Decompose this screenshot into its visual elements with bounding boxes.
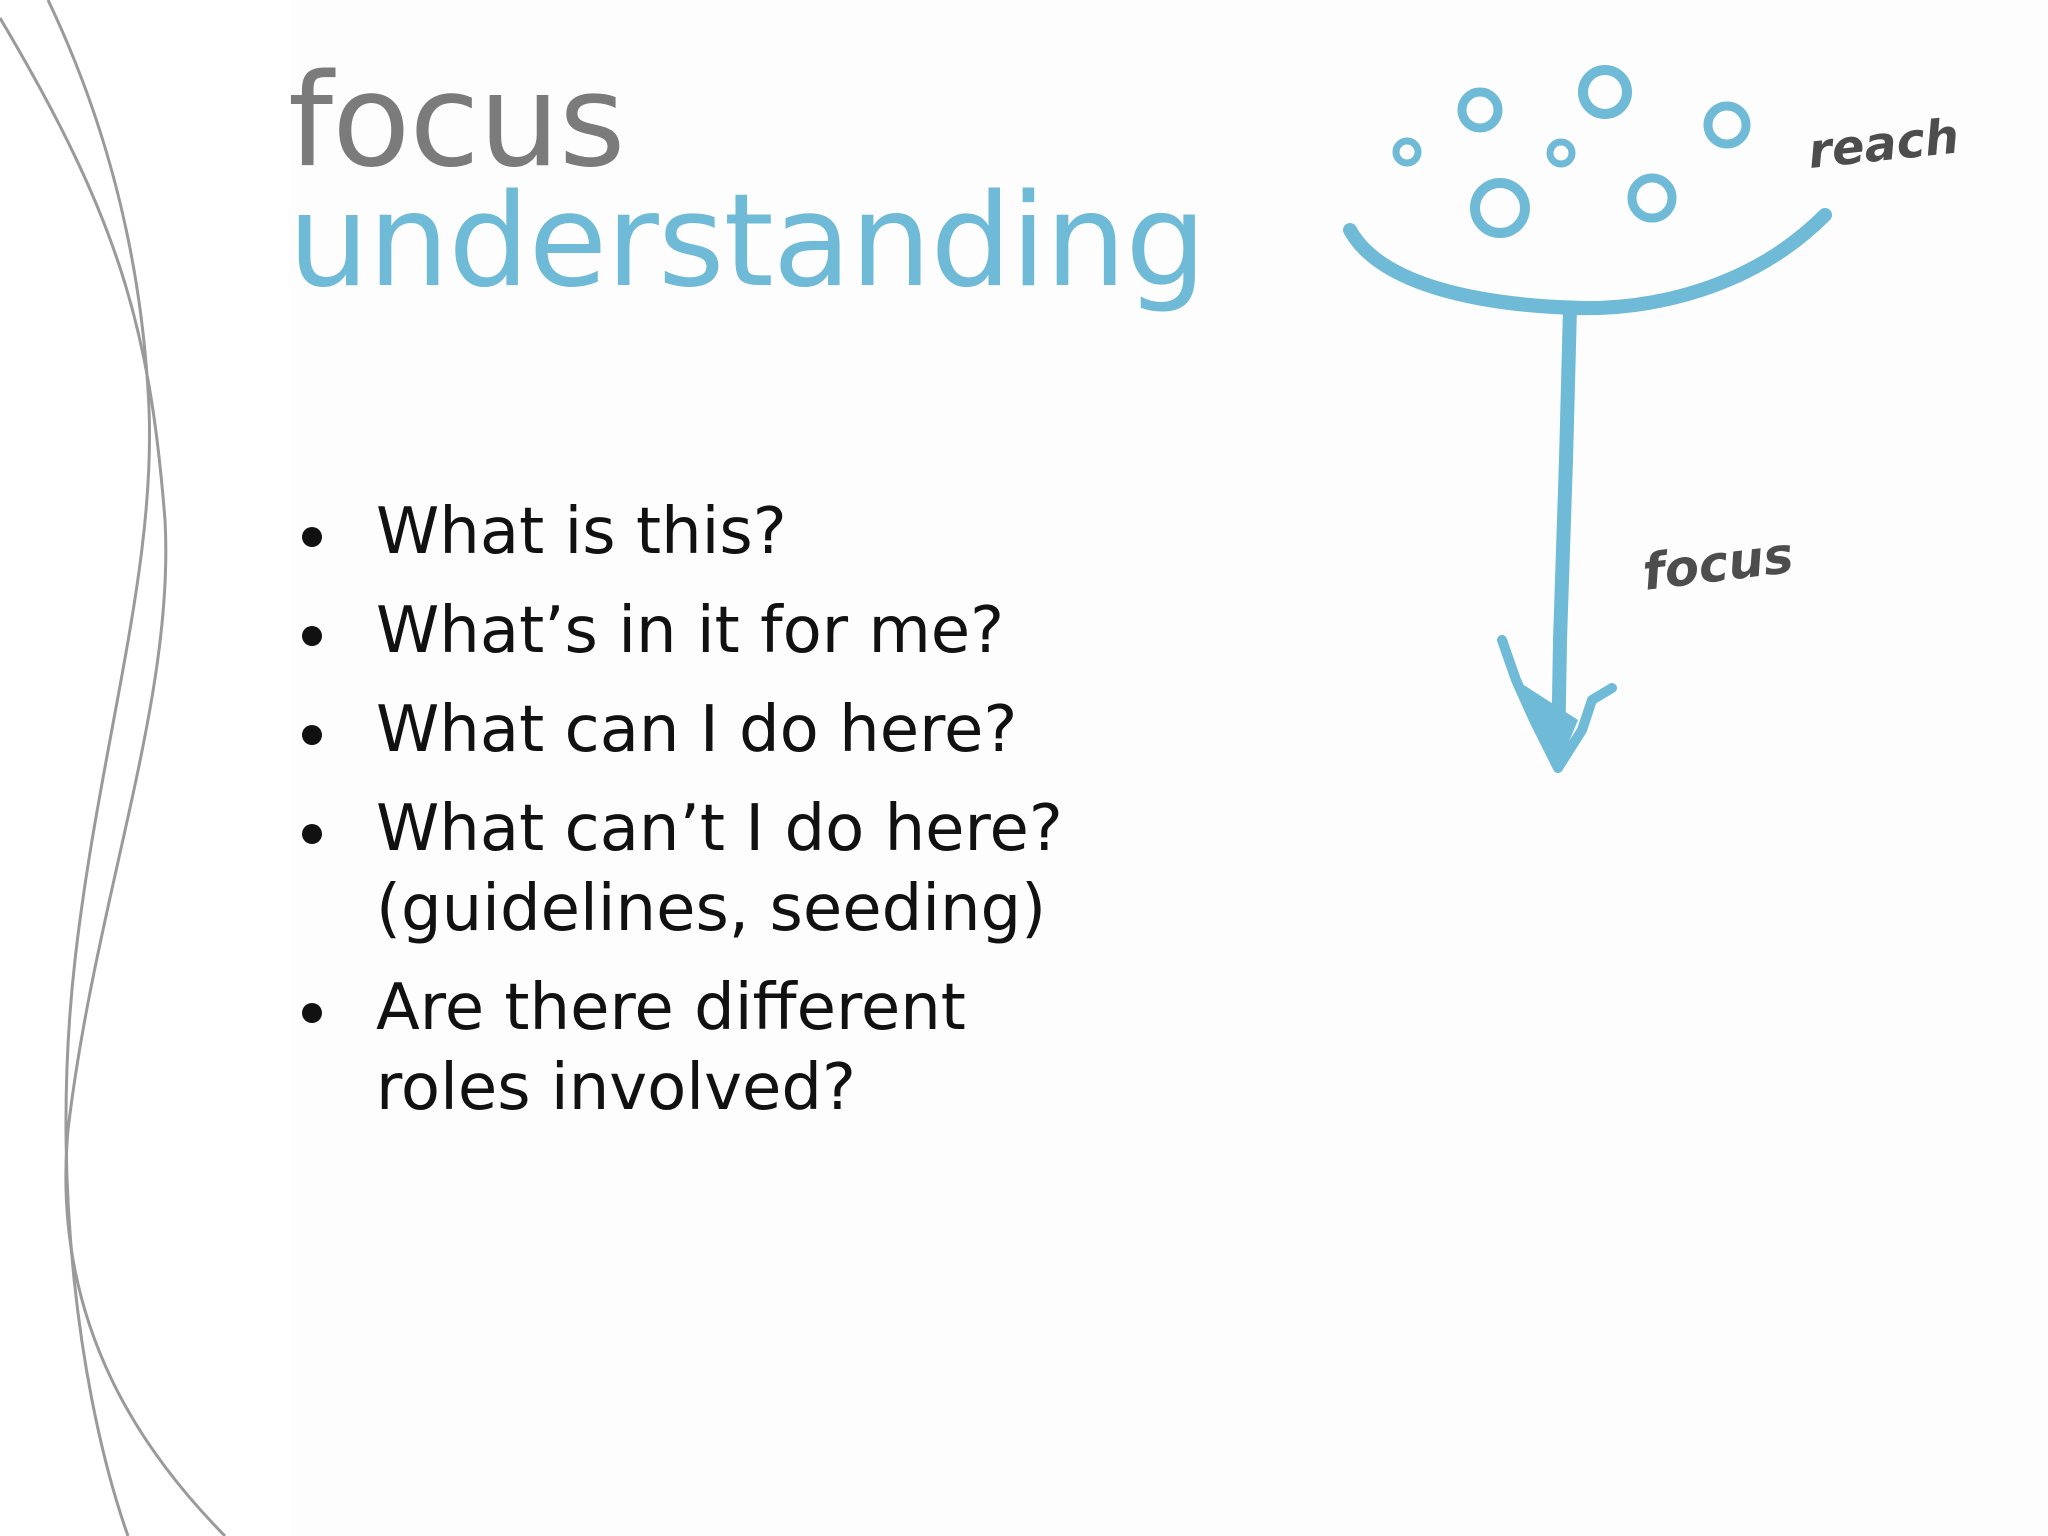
bullet-text: What is this?	[376, 495, 787, 569]
content-panel	[290, 0, 2048, 1536]
bubble-icon	[1578, 65, 1632, 119]
bullet-item: What is this?	[290, 492, 1170, 572]
focus-arrow-head-fill-icon	[1516, 680, 1578, 768]
bullet-item: What’s in it for me?	[290, 591, 1170, 671]
reach-bowl-icon	[1343, 208, 1832, 316]
bullet-list: What is this? What’s in it for me? What …	[290, 492, 1170, 1147]
decorative-curve-1	[0, 17, 227, 1536]
bullet-text: What can I do here?	[376, 693, 1018, 767]
bullet-dot-icon	[302, 725, 322, 745]
bubble-icon	[1470, 178, 1530, 238]
label-reach: reach	[1805, 108, 1961, 180]
bullet-text: Are there different roles involved?	[376, 971, 966, 1125]
bubble-icon	[1627, 173, 1677, 223]
reach-bowl-shadow-icon	[1386, 266, 1654, 310]
bullet-dot-icon	[302, 824, 322, 844]
label-focus: focus	[1639, 526, 1796, 602]
bullet-dot-icon	[302, 527, 322, 547]
reach-focus-diagram: reach focus	[1343, 65, 1962, 773]
bullet-item: Are there different roles involved?	[290, 968, 1096, 1128]
title-focus: focus	[288, 47, 626, 196]
bubbles	[1392, 65, 1751, 238]
bullet-dot-icon	[302, 1003, 322, 1023]
focus-arrow-stem-icon	[1551, 301, 1577, 767]
bubble-icon	[1703, 101, 1751, 149]
bullet-item: What can I do here?	[290, 690, 1170, 770]
bullet-item: What can’t I do here? (guidelines, seedi…	[290, 789, 1196, 949]
bubble-icon	[1457, 87, 1503, 133]
title-understanding: understanding	[288, 167, 1206, 316]
bullet-text: What can’t I do here? (guidelines, seedi…	[376, 792, 1063, 946]
bullet-text: What’s in it for me?	[376, 594, 1005, 668]
decorative-curve-2	[46, 0, 152, 1536]
bubble-icon	[1546, 138, 1576, 168]
bubble-icon	[1392, 137, 1422, 167]
bullet-dot-icon	[302, 626, 322, 646]
